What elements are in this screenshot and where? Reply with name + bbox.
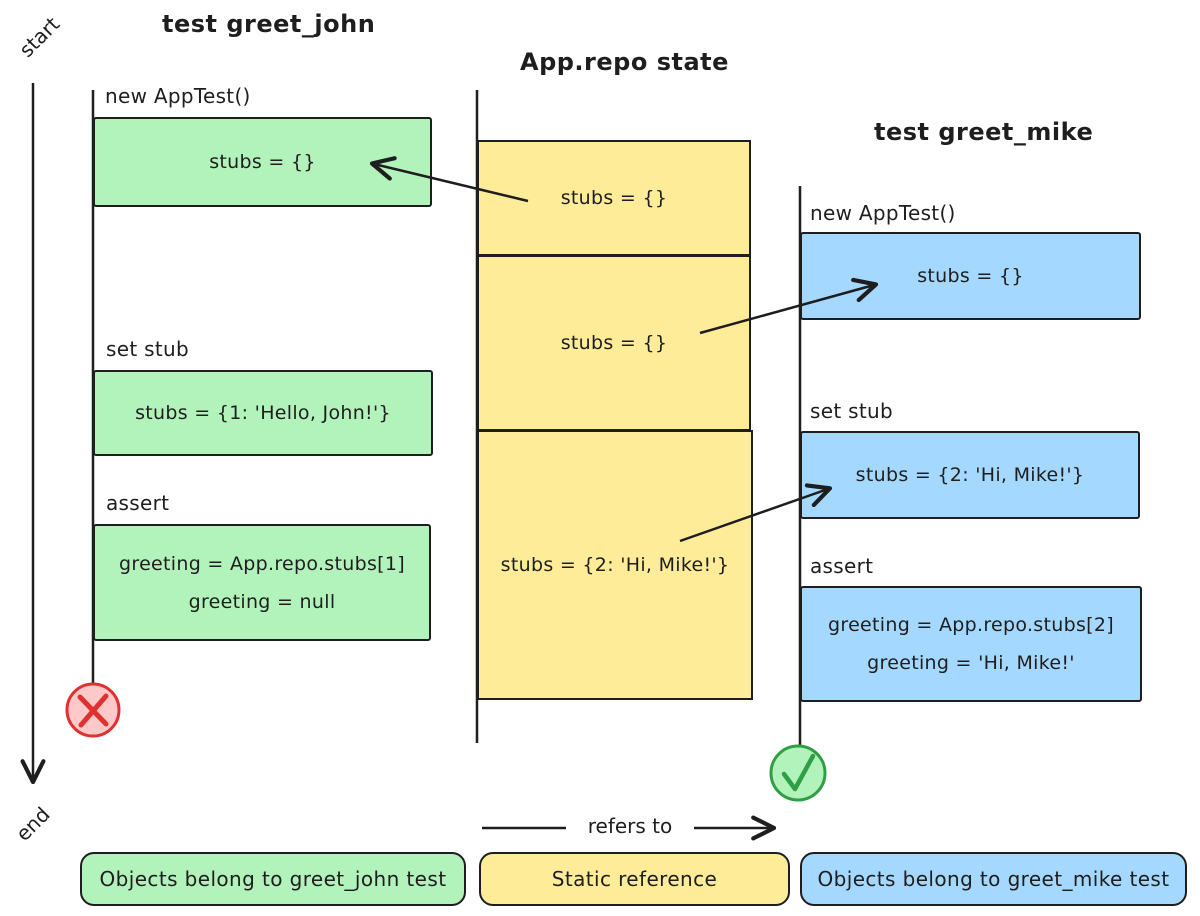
john-assert-box: greeting = App.repo.stubs[1] greeting = … — [93, 524, 431, 641]
john-step-label-set-stub: set stub — [106, 337, 189, 361]
repo-state-cell-1: stubs = {} — [477, 140, 751, 256]
mike-assert-box: greeting = App.repo.stubs[2] greeting = … — [800, 586, 1142, 702]
legend-label: Objects belong to greet_mike test — [817, 867, 1170, 891]
box-text: stubs = {2: 'Hi, Mike!'} — [855, 464, 1085, 486]
title-app-repo-state: App.repo state — [520, 48, 729, 76]
box-text: greeting = null — [188, 590, 336, 613]
john-new-apptest-box: stubs = {} — [93, 117, 432, 207]
legend-greet-john: Objects belong to greet_john test — [80, 852, 466, 906]
repo-state-cell-2: stubs = {} — [477, 255, 751, 431]
cell-text: stubs = {2: 'Hi, Mike!'} — [500, 554, 730, 576]
title-test-greet-mike: test greet_mike — [874, 118, 1094, 146]
pass-check-icon — [769, 744, 827, 802]
mike-step-label-new-apptest: new AppTest() — [810, 201, 956, 225]
box-text: greeting = 'Hi, Mike!' — [867, 652, 1075, 674]
title-test-greet-john: test greet_john — [162, 10, 376, 38]
refers-to-label: refers to — [566, 814, 694, 838]
box-text: greeting = App.repo.stubs[2] — [828, 614, 1114, 636]
legend-static-reference: Static reference — [479, 852, 790, 906]
legend-label: Static reference — [551, 867, 718, 891]
mike-set-stub-box: stubs = {2: 'Hi, Mike!'} — [800, 431, 1140, 519]
legend-greet-mike: Objects belong to greet_mike test — [800, 852, 1187, 906]
fail-x-icon — [65, 682, 121, 738]
cell-text: stubs = {} — [560, 187, 668, 209]
john-step-label-assert: assert — [106, 491, 170, 515]
box-text: greeting = App.repo.stubs[1] — [119, 552, 405, 575]
box-text: stubs = {} — [209, 151, 316, 173]
timeline-start-label: start — [14, 12, 65, 62]
timeline-end-label: end — [11, 802, 55, 846]
john-step-label-new-apptest: new AppTest() — [105, 84, 251, 108]
cell-text: stubs = {} — [560, 332, 668, 354]
mike-step-label-assert: assert — [810, 554, 874, 578]
mike-step-label-set-stub: set stub — [810, 399, 893, 423]
legend-label: Objects belong to greet_john test — [99, 867, 447, 891]
repo-state-cell-3: stubs = {2: 'Hi, Mike!'} — [477, 430, 753, 700]
box-text: stubs = {} — [917, 265, 1024, 287]
john-set-stub-box: stubs = {1: 'Hello, John!'} — [93, 370, 433, 456]
mike-new-apptest-box: stubs = {} — [800, 232, 1141, 320]
box-text: stubs = {1: 'Hello, John!'} — [135, 402, 391, 424]
